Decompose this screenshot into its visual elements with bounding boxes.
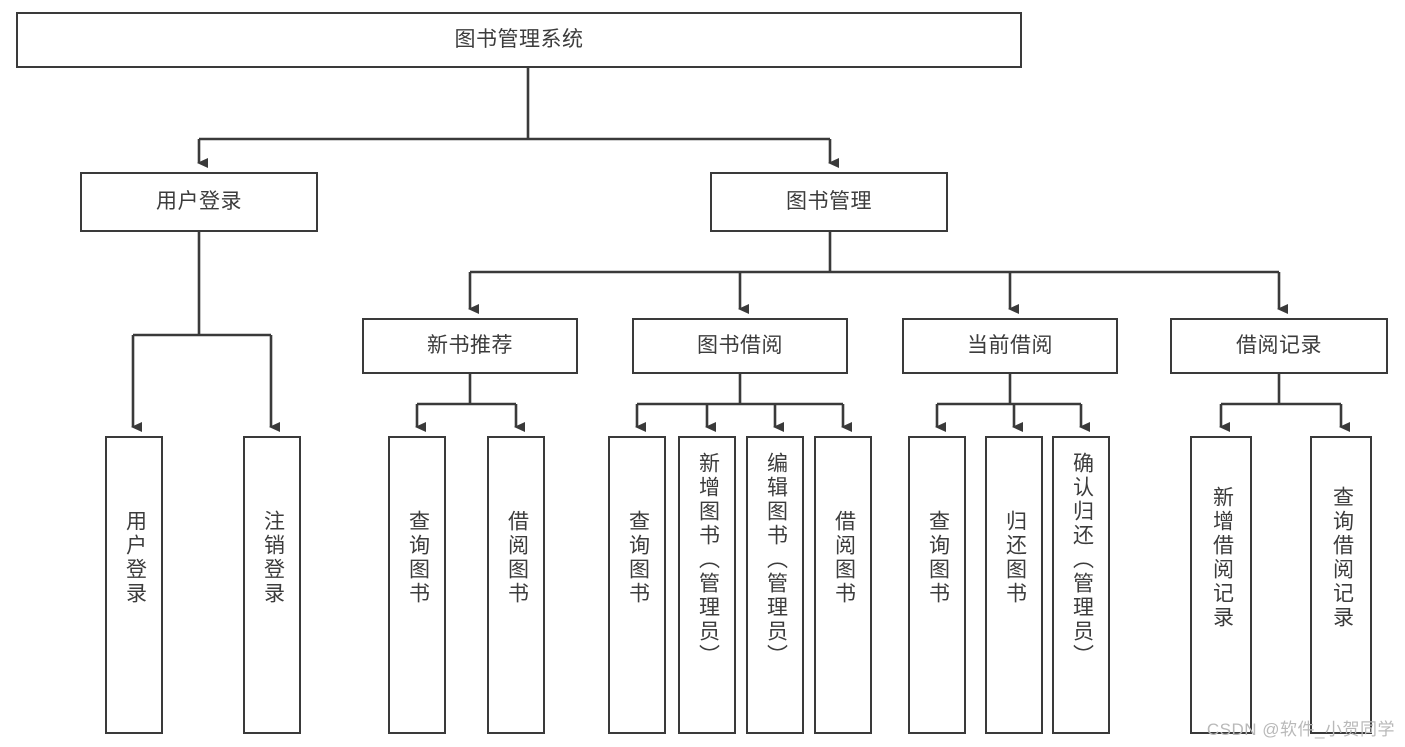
csdn-watermark: CSDN @软件_小贺同学	[1206, 720, 1395, 739]
leaf-query-borrow-record[interactable]: 查询借阅记录	[1310, 436, 1372, 734]
node-user-login[interactable]: 用户登录	[80, 172, 318, 232]
leaf-query-book-current[interactable]: 查询图书	[908, 436, 966, 734]
node-new-book-recommend-label: 新书推荐	[427, 333, 513, 357]
leaf-user-login-label: 用户登录	[123, 510, 147, 606]
leaf-add-borrow-record-label: 新增借阅记录	[1210, 486, 1234, 630]
node-root[interactable]: 图书管理系统	[16, 12, 1022, 68]
leaf-add-book-admin[interactable]: 新增图书（管理员）	[678, 436, 736, 734]
leaf-query-book-borrow-label: 查询图书	[626, 510, 650, 606]
leaf-borrow-book-label: 借阅图书	[832, 510, 856, 606]
leaf-query-borrow-record-label: 查询借阅记录	[1330, 486, 1354, 630]
node-user-login-label: 用户登录	[156, 189, 242, 213]
leaf-query-book-current-label: 查询图书	[926, 510, 950, 606]
leaf-query-book-borrow[interactable]: 查询图书	[608, 436, 666, 734]
node-borrow-record[interactable]: 借阅记录	[1170, 318, 1388, 374]
node-borrow-record-label: 借阅记录	[1236, 333, 1322, 357]
leaf-user-login[interactable]: 用户登录	[105, 436, 163, 734]
leaf-query-book-recommend[interactable]: 查询图书	[388, 436, 446, 734]
leaf-confirm-return-admin-label: 确认归还（管理员）	[1070, 452, 1094, 668]
leaf-borrow-book-recommend-label: 借阅图书	[505, 510, 529, 606]
node-root-label: 图书管理系统	[454, 27, 584, 51]
node-current-borrow-label: 当前借阅	[967, 333, 1053, 357]
leaf-query-book-recommend-label: 查询图书	[406, 510, 430, 606]
leaf-return-book-label: 归还图书	[1003, 510, 1027, 606]
node-book-management-label: 图书管理	[786, 189, 872, 213]
node-book-management[interactable]: 图书管理	[710, 172, 948, 232]
leaf-borrow-book-recommend[interactable]: 借阅图书	[487, 436, 545, 734]
node-book-borrow-label: 图书借阅	[697, 333, 783, 357]
node-book-borrow[interactable]: 图书借阅	[632, 318, 848, 374]
leaf-logout[interactable]: 注销登录	[243, 436, 301, 734]
leaf-borrow-book[interactable]: 借阅图书	[814, 436, 872, 734]
leaf-edit-book-admin[interactable]: 编辑图书（管理员）	[746, 436, 804, 734]
leaf-add-borrow-record[interactable]: 新增借阅记录	[1190, 436, 1252, 734]
leaf-return-book[interactable]: 归还图书	[985, 436, 1043, 734]
node-new-book-recommend[interactable]: 新书推荐	[362, 318, 578, 374]
leaf-add-book-admin-label: 新增图书（管理员）	[696, 452, 720, 668]
leaf-edit-book-admin-label: 编辑图书（管理员）	[764, 452, 788, 668]
leaf-confirm-return-admin[interactable]: 确认归还（管理员）	[1052, 436, 1110, 734]
node-current-borrow[interactable]: 当前借阅	[902, 318, 1118, 374]
leaf-logout-label: 注销登录	[261, 510, 285, 606]
